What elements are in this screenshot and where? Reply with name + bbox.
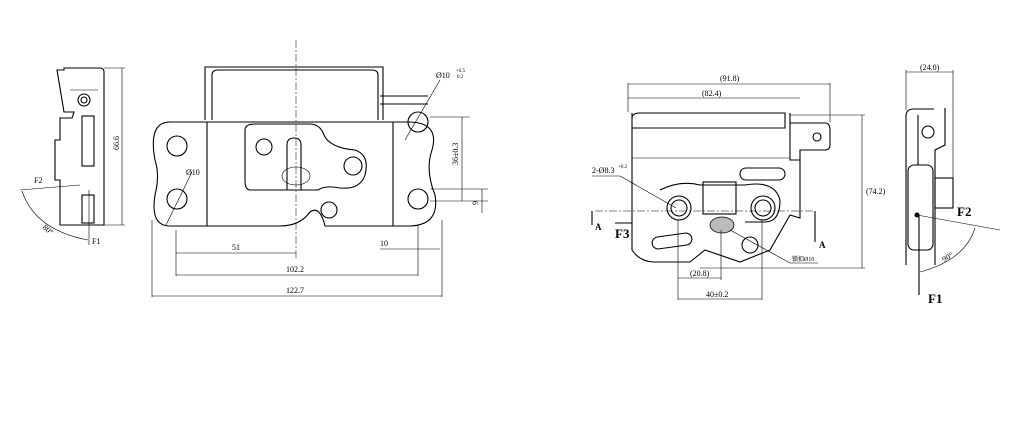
vertical-dim-label: 36±0.3: [451, 143, 460, 165]
section-a-right: A: [819, 240, 826, 250]
dim-122-label: 122.7: [286, 286, 304, 295]
dim-40-label: 40±0.2: [706, 290, 728, 299]
left-side-view: 66.6 F2 F1 80°: [19, 67, 125, 246]
tol-lower: 0.2: [457, 75, 464, 80]
force-f3-label: F3: [615, 226, 630, 241]
angle-label: 80°: [41, 223, 55, 237]
striker-hatch: [709, 216, 735, 234]
section-a-left: A: [595, 222, 602, 232]
tol-upper: +0.5: [456, 69, 466, 74]
width-outer-label: (91.8): [720, 74, 740, 83]
top-hole-dim-label: Ø10: [436, 71, 450, 80]
right-front-view: (91.8) (82.4) (74.2) (20.8) 40±0.2 2-Ø8.…: [591, 74, 886, 300]
force-f1-label: F1: [928, 291, 942, 306]
angle-label: 90°: [941, 250, 955, 263]
force-f1-label: F1: [92, 237, 100, 246]
force-f2-label: F2: [34, 176, 42, 185]
dim-51-label: 51: [232, 243, 240, 252]
front-view: 51 10 102.2 122.7 36±0.3 9 Ø10 Ø10 +0.5 …: [151, 40, 488, 297]
striker-note-label: 锁扣Ø10: [792, 255, 814, 263]
width-inner-label: (82.4): [702, 89, 722, 98]
hole-note-label: 2-Ø8.3: [592, 166, 614, 175]
dim-20-label: (20.8): [690, 269, 710, 278]
right-side-view: (24.0) F2 F1 90°: [905, 63, 1001, 306]
force-f2-label: F2: [957, 204, 971, 219]
height-dim-label: 66.6: [112, 136, 121, 150]
offset-dim-label: 9: [471, 201, 480, 205]
height-label: (74.2): [866, 187, 886, 196]
dim-102-label: 102.2: [286, 265, 304, 274]
hole-tol-label: +0.2: [618, 165, 628, 170]
width-label: (24.0): [920, 63, 940, 72]
hole-dim-label: Ø10: [186, 168, 200, 177]
dim-10-label: 10: [380, 239, 388, 248]
